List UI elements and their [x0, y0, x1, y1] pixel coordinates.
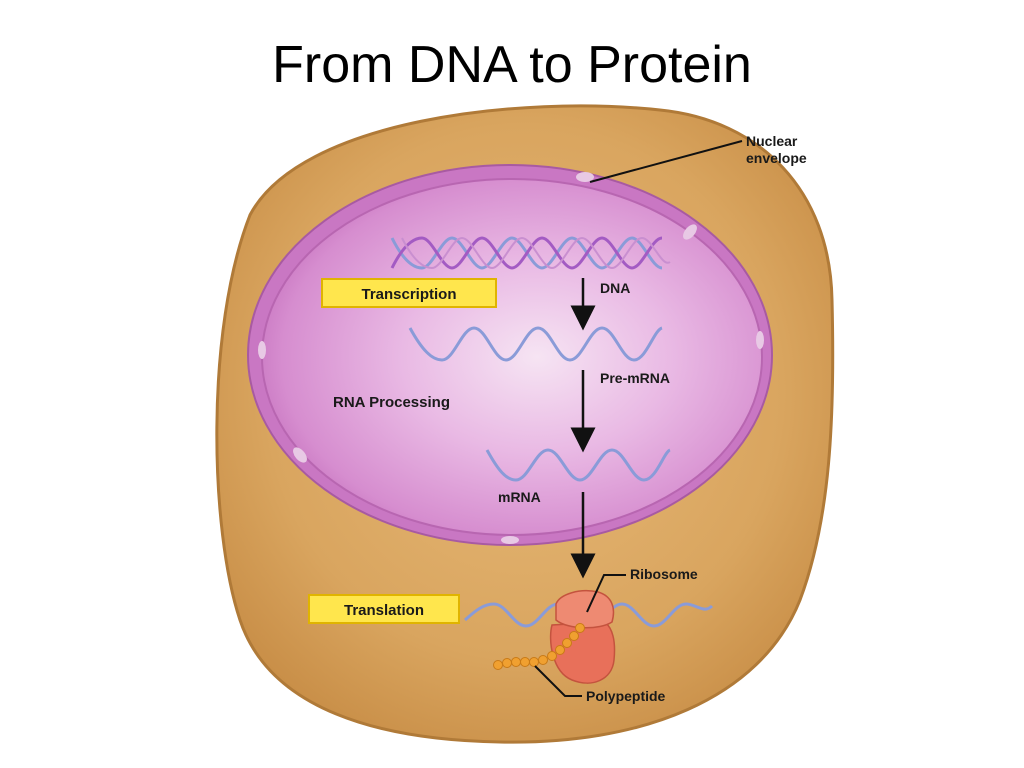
ribosome-pointer	[586, 574, 626, 613]
translation-label: Translation	[344, 602, 424, 619]
polypeptide-label: Polypeptide	[586, 688, 666, 704]
dna-label: DNA	[600, 280, 630, 296]
mrna-label: mRNA	[498, 489, 541, 505]
ribosome	[549, 590, 616, 684]
rna-processing-label: RNA Processing	[333, 394, 450, 411]
ribosome-label: Ribosome	[630, 566, 698, 582]
polypeptide-chain	[493, 623, 585, 670]
nuclear-envelope-label-line1: Nuclear	[746, 133, 798, 149]
nuclear-envelope-label-line2: envelope	[746, 150, 807, 166]
nuclear-envelope-pointer	[589, 140, 743, 183]
translation-label-box: Translation	[308, 594, 460, 624]
nuclear-pores	[258, 172, 764, 544]
mrna-strand	[485, 448, 671, 482]
transcription-label: Transcription	[361, 286, 456, 303]
transcription-label-box: Transcription	[321, 278, 497, 308]
pre-mrna-label: Pre-mRNA	[600, 370, 670, 386]
slide-title: From DNA to Protein	[272, 36, 752, 94]
polypeptide-pointer	[534, 665, 582, 697]
dna-double-helix	[390, 236, 671, 270]
pre-mrna-strand	[408, 326, 663, 362]
